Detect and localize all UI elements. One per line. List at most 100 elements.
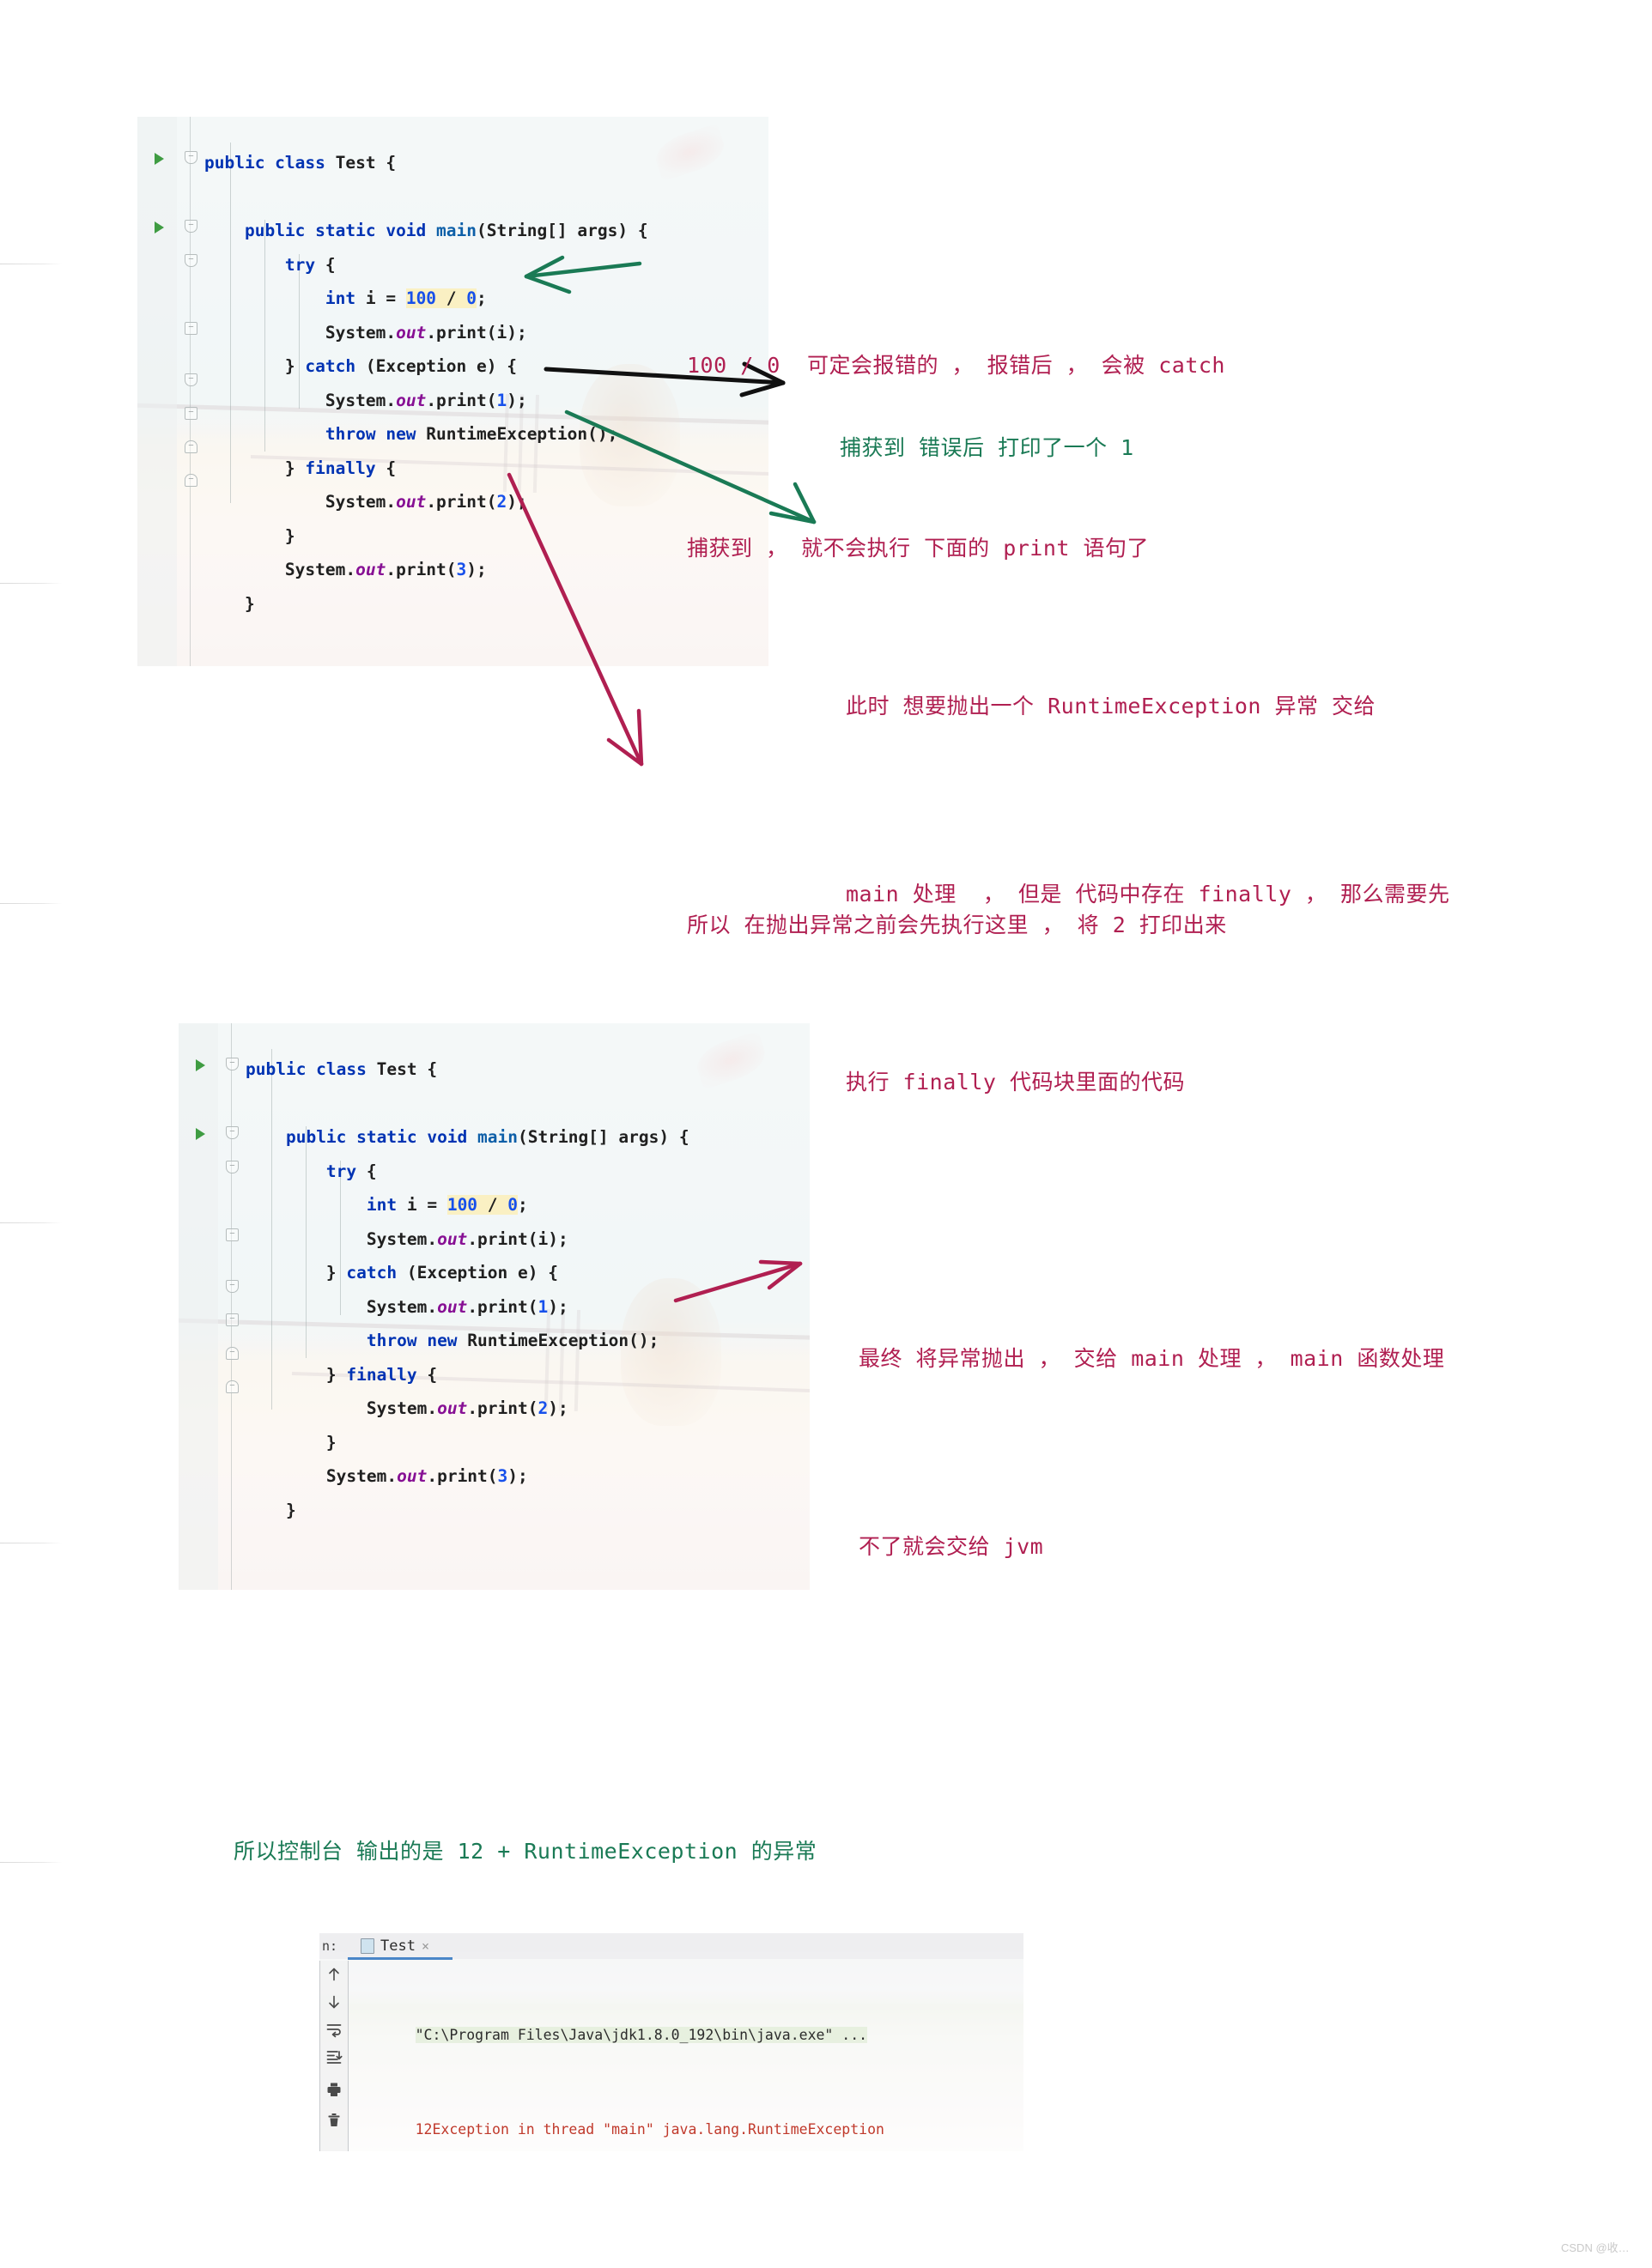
code-line: System.out.print(i); — [246, 1222, 689, 1257]
indent-guide — [264, 220, 265, 452]
fold-icon-class[interactable]: − — [226, 1058, 239, 1070]
code-token: } — [325, 1432, 337, 1452]
code-token: 3 — [497, 1466, 508, 1486]
code-text-second: public class Test { public static void m… — [246, 1052, 689, 1590]
console-tab-underline — [348, 1957, 452, 1960]
fold-icon-method-end[interactable]: − — [226, 1347, 239, 1360]
code-token: .print( — [426, 390, 497, 410]
code-line: int i = 100 / 0; — [204, 282, 648, 316]
annotation-line: 100 / 0 可定会报错的 ， 报错后 ， 会被 catch — [687, 353, 1225, 378]
code-token: 0 — [507, 1195, 519, 1215]
code-token: ); — [507, 492, 527, 512]
console-tab-title: Test — [380, 1938, 416, 1955]
code-token: .print(i); — [426, 322, 527, 343]
code-token: .print( — [386, 560, 457, 579]
fold-icon-try[interactable]: − — [185, 254, 197, 267]
code-token: { — [366, 1161, 377, 1181]
fold-icon-class-end[interactable]: − — [185, 474, 197, 487]
annotation-line: 执行 finally 代码块里面的代码 — [846, 1070, 1185, 1095]
code-line: System.out.print(3); — [204, 553, 648, 587]
code-token: public static void — [285, 1127, 478, 1147]
arrow-up-icon[interactable] — [325, 1966, 343, 1983]
editor-overlay — [179, 1023, 810, 1590]
gutter-divider — [190, 117, 191, 666]
code-line: System.out.print(2); — [204, 485, 648, 519]
code-token: int — [366, 1195, 407, 1215]
annotation-line: 最终 将异常抛出 ， 交给 main 处理 ， main 函数处理 — [859, 1346, 1445, 1371]
code-token: .print( — [467, 1296, 538, 1317]
trash-icon[interactable] — [325, 2112, 343, 2129]
code-token: try — [325, 1161, 367, 1181]
code-line — [204, 655, 648, 667]
code-line: System.out.print(1); — [204, 384, 648, 418]
run-class-icon[interactable] — [155, 153, 164, 165]
fold-icon-class-end[interactable]: − — [226, 1380, 239, 1393]
annotation-line: 所以 在抛出异常之前会先执行这里 ， 将 2 打印出来 — [687, 913, 1227, 937]
code-token: RuntimeException(); — [467, 1331, 659, 1350]
code-text-first: public class Test { public static void m… — [204, 146, 648, 666]
arrow-down-icon[interactable] — [325, 1993, 343, 2010]
code-token: main — [477, 1127, 518, 1147]
fold-icon-catch[interactable]: − — [185, 322, 197, 335]
code-token: (String[] args) { — [477, 221, 648, 240]
code-token: finally — [346, 1364, 428, 1385]
code-token: out — [437, 1228, 468, 1249]
toolbar-divider-right — [348, 1961, 349, 2151]
fold-icon-finally[interactable]: − — [226, 1280, 239, 1293]
code-token: out — [437, 1398, 468, 1418]
code-token: System. — [284, 560, 356, 579]
run-class-icon[interactable] — [196, 1059, 205, 1071]
console-command-text: "C:\Program Files\Java\jdk1.8.0_192\bin\… — [415, 2027, 868, 2043]
console-exception-text: 12Exception in thread "main" java.lang.R… — [415, 2121, 884, 2138]
console-tab-bar — [319, 1933, 1023, 1959]
fold-icon-method[interactable]: − — [226, 1126, 239, 1139]
code-line: public static void main(String[] args) { — [246, 1120, 689, 1155]
editor-overlay — [137, 117, 768, 666]
code-line: int i = 100 / 0; — [246, 1188, 689, 1222]
code-token: (String[] args) { — [518, 1127, 689, 1147]
code-token: ); — [548, 1296, 568, 1317]
code-line: try { — [246, 1155, 689, 1189]
code-token: .print( — [467, 1398, 538, 1418]
indent-guide — [340, 1161, 341, 1315]
code-token: .print( — [427, 1466, 498, 1486]
scroll-to-end-icon[interactable] — [325, 2048, 343, 2065]
page-tick-mark — [0, 583, 62, 584]
fold-icon-catch[interactable]: − — [226, 1228, 239, 1241]
code-token: (Exception e) { — [406, 1263, 558, 1283]
code-token: .print(i); — [467, 1228, 568, 1249]
code-line: System.out.print(2); — [246, 1392, 689, 1426]
code-token: } — [285, 1500, 296, 1520]
fold-icon-block[interactable]: − — [226, 1313, 239, 1326]
run-panel-label: n: — [322, 1938, 338, 1954]
console-line-command: "C:\Program Files\Java\jdk1.8.0_192\bin\… — [364, 2007, 884, 2064]
run-method-icon[interactable] — [196, 1128, 205, 1140]
code-token: System. — [366, 1228, 438, 1249]
fold-icon-method[interactable]: − — [185, 220, 197, 233]
page-tick-mark — [0, 1862, 62, 1863]
fold-icon-try[interactable]: − — [226, 1161, 239, 1173]
annotation-line: 所以控制台 输出的是 12 + RuntimeException 的异常 — [234, 1839, 817, 1864]
console-tab-test[interactable]: Test × — [361, 1938, 429, 1955]
code-token: } — [325, 1364, 347, 1385]
soft-wrap-icon[interactable] — [325, 2021, 343, 2038]
fold-icon-block[interactable]: − — [185, 407, 197, 420]
close-icon[interactable]: × — [421, 1938, 429, 1954]
run-method-icon[interactable] — [155, 221, 164, 233]
fold-icon-class[interactable]: − — [185, 151, 197, 164]
print-icon[interactable] — [325, 2081, 343, 2098]
code-line — [204, 180, 648, 215]
code-token: { — [386, 458, 397, 478]
code-token: } — [244, 593, 255, 614]
fold-icon-method-end[interactable]: − — [185, 440, 197, 453]
code-token: out — [396, 390, 427, 410]
code-line: } catch (Exception e) { — [204, 349, 648, 384]
code-line: } — [204, 519, 648, 554]
code-token: 1 — [496, 390, 507, 410]
code-token: System. — [325, 1466, 398, 1486]
annotation-finally-prints-two: 所以 在抛出异常之前会先执行这里 ， 将 2 打印出来 — [687, 852, 1227, 969]
code-line — [204, 621, 648, 655]
fold-icon-finally[interactable]: − — [185, 373, 197, 386]
code-token: System. — [325, 492, 397, 512]
code-token: System. — [366, 1296, 438, 1317]
